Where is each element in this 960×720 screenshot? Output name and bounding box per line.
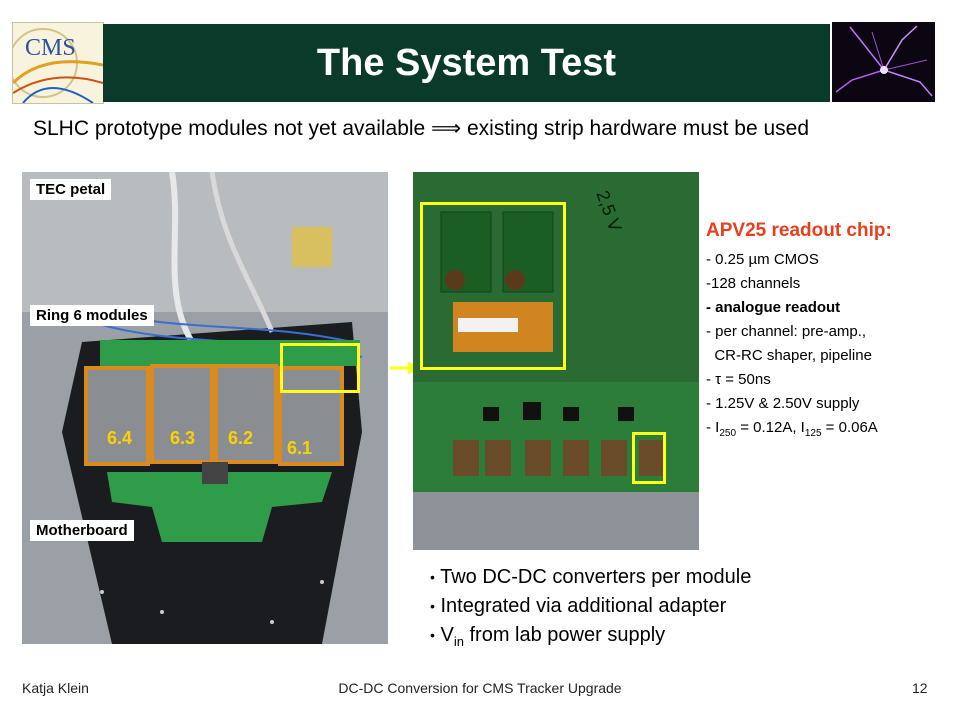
highlight-box-apv-chip — [632, 432, 666, 484]
module-label-6-1: 6.1 — [287, 438, 313, 458]
bullet-icon: • — [430, 627, 435, 644]
bullet-item: • Integrated via additional adapter — [430, 592, 751, 621]
apv-current-mid: = 0.12A, I — [736, 419, 805, 436]
cms-logo: CMS — [12, 22, 104, 104]
apv-line: -128 channels — [706, 275, 801, 292]
bullet-icon: • — [430, 598, 435, 615]
bullet-text: Integrated via additional adapter — [440, 595, 727, 618]
apv-current-suffix: = 0.06A — [821, 419, 878, 436]
apv-line: - per channel: pre-amp., — [706, 323, 867, 340]
tec-petal-photo — [22, 172, 388, 644]
ring6-modules-label: Ring 6 modules — [30, 305, 154, 326]
footer-page-number: 12 — [912, 680, 928, 696]
highlight-box-module — [280, 343, 360, 393]
module-label-6-4: 6.4 — [107, 428, 133, 448]
highlight-box-converters — [420, 202, 566, 370]
footer-talk-title: DC-DC Conversion for CMS Tracker Upgrade — [338, 680, 622, 696]
tec-petal-label: TEC petal — [30, 179, 112, 200]
motherboard-label: Motherboard — [30, 520, 134, 541]
plasma-ball-image — [832, 22, 935, 102]
apv-line: - analogue readout — [706, 299, 841, 316]
apv-current-line: - I250 = 0.12A, I125 = 0.06A — [706, 416, 956, 446]
apv-line: - 1.25V & 2.50V supply — [706, 395, 860, 412]
apv-line: - τ = 50ns — [706, 371, 771, 388]
apv-current-sub2: 125 — [804, 428, 822, 439]
bullet-text: V — [440, 624, 454, 647]
bullet-text: Two DC-DC converters per module — [440, 566, 752, 588]
bullet-item: • Two DC-DC converters per module — [430, 563, 751, 592]
apv25-info: APV25 readout chip: - 0.25 µm CMOS -128 … — [706, 220, 956, 446]
bullet-subscript: in — [453, 634, 464, 650]
apv25-title: APV25 readout chip: — [706, 220, 892, 241]
footer-author: Katja Klein — [22, 680, 89, 696]
bullet-list: • Two DC-DC converters per module • Inte… — [430, 563, 751, 656]
slide-title: The System Test — [316, 41, 617, 84]
bullet-icon: • — [430, 569, 435, 586]
apv-current-prefix: - I — [706, 419, 720, 436]
bullet-text: from lab power supply — [463, 624, 666, 647]
dcdc-board-photo: 2,5 V — [413, 172, 699, 550]
apv-current-sub1: 250 — [719, 428, 737, 439]
module-label-6-2: 6.2 — [228, 428, 254, 448]
apv-line: - 0.25 µm CMOS — [706, 251, 819, 268]
module-label-6-3: 6.3 — [170, 428, 196, 448]
svg-text:CMS: CMS — [25, 35, 76, 61]
apv-line: CR-RC shaper, pipeline — [706, 347, 872, 364]
subtitle: SLHC prototype modules not yet available… — [33, 117, 809, 140]
title-bar: The System Test — [103, 24, 830, 102]
bullet-item: • Vin from lab power supply — [430, 621, 751, 656]
